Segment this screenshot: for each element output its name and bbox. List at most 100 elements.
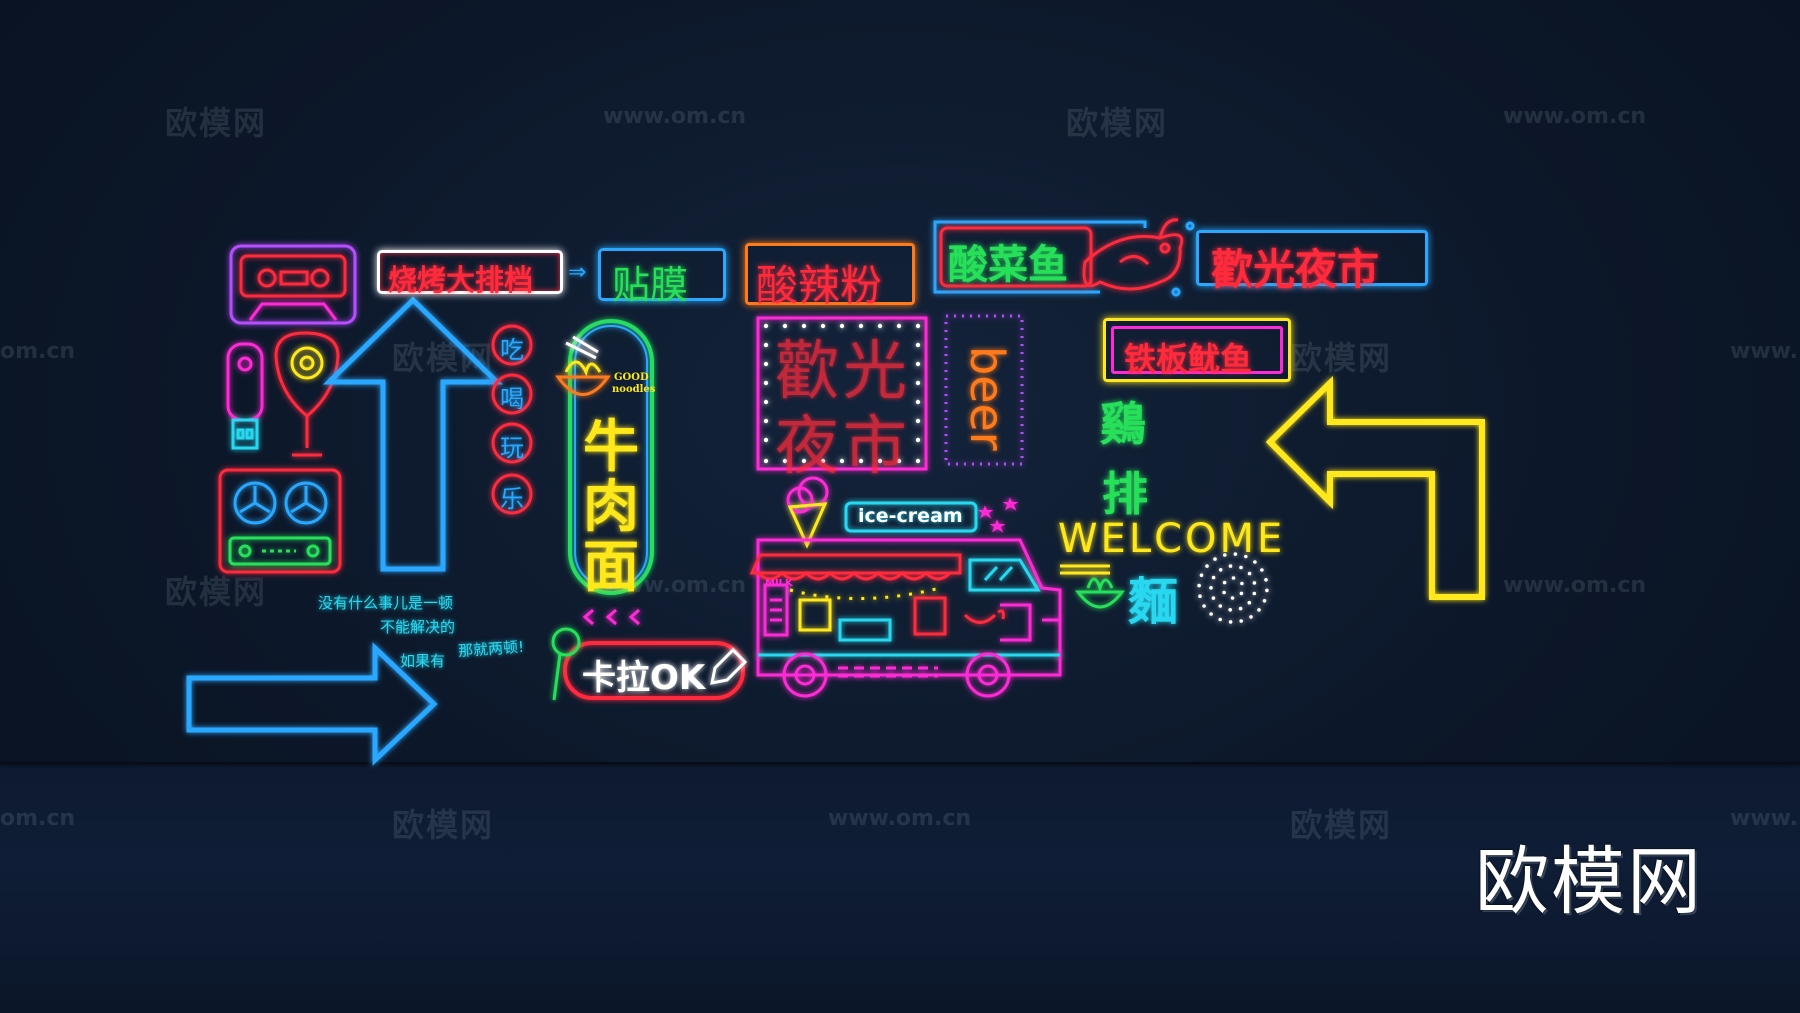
karaoke-text: 卡拉OK [582,658,706,698]
board-dot [763,342,769,348]
burst-dot [1260,568,1264,572]
watermark-brand: 欧模网 [1066,104,1169,142]
burst-dot [1228,620,1233,624]
chicken-chop-text-2: 排 [1102,467,1148,521]
burst-dot [1240,581,1244,586]
ice-cream-text: ice-cream [858,505,963,527]
board-dot [858,458,864,464]
good-noodles-text-1: GOOD [614,372,649,383]
burst-dot [1223,553,1227,557]
board-dot [820,458,826,464]
burst-dot [1265,588,1269,593]
slogan-line-1: 没有什么事儿是一顿 [318,594,454,612]
night-market-dot-board [756,316,928,471]
board-dot [915,342,921,348]
watermark-url: www.om.cn [828,806,972,831]
board-dot [763,458,769,464]
board-dot [782,323,788,329]
noodle-char-text: 麵 [1128,573,1178,631]
board-dot [820,323,826,329]
watermark-brand: 欧模网 [165,573,268,611]
watermark-url-partial: www. [1730,339,1798,364]
board-dot [763,380,769,386]
board-dot [896,458,902,464]
sour-fish-sign-text: 酸菜鱼 [948,242,1068,288]
burst-dot [1253,560,1257,564]
ice-cream-cone-icon [786,476,829,549]
board-dot [915,437,921,443]
board-dot [763,418,769,424]
chicken-chop-text-1: 鷄 [1100,397,1146,451]
brand-logo: 欧模网 [1475,839,1703,925]
noodle-bowl-icon [555,335,611,396]
board-dot [839,323,845,329]
iron-squid-sign: 铁板鱿鱼 [1103,318,1291,382]
burst-dot [1213,557,1217,561]
burst-dot [1197,583,1201,588]
milk-text: MILK [765,578,793,589]
burst-dot [1252,581,1257,585]
burst-dot [1252,591,1257,596]
burst-dot [1247,600,1252,605]
burst-dot [1211,575,1216,580]
tape-recorder-icon [218,468,342,574]
night-market-sign-text: 歡光夜市 [1211,245,1380,294]
fish-icon [1082,218,1195,297]
bbq-sign: 烧烤大排档 [377,250,563,297]
burst-dot [1249,615,1253,619]
board-dot [858,323,864,329]
burst-dot [1222,590,1226,595]
cassette-icon [229,244,357,325]
board-dot [839,458,845,464]
phone-film-sign: 贴膜 [598,248,726,307]
burst-dot [1239,619,1243,623]
burst-dot [1244,554,1248,559]
corner-arrow-icon [1265,375,1485,600]
board-dot [801,458,807,464]
right-arrow-icon [186,642,438,766]
burst-dot [1257,608,1261,612]
chevrons-icon [582,608,640,626]
microphone-icon [274,331,340,457]
iron-squid-sign-text: 铁板鱿鱼 [1124,340,1253,378]
burst-dot [1264,578,1268,582]
board-dot [915,380,921,386]
eat-drink-play-circles [491,324,533,515]
burst-dot [1222,580,1227,585]
burst-dot [1218,568,1223,572]
welcome-noodle-bowl-icon [1060,564,1125,609]
board-dot [877,458,883,464]
burst-dot [1218,617,1222,622]
small-arrow-icon: ⇒ [568,260,587,285]
beef-noodle-char-1: 牛 [583,415,639,480]
pencil-icon [710,647,748,685]
sour-spicy-noodle-sign-text: 酸辣粉 [756,261,883,310]
burst-dot [1238,606,1243,611]
watermark-brand: 欧模网 [1290,339,1393,377]
burst-dot [1230,596,1235,600]
burst-dot [1228,564,1233,568]
stars-icon [977,497,1019,533]
drink-char: 喝 [500,385,524,413]
burst-dot [1247,571,1252,576]
watermark-url: www.om.cn [1503,573,1647,598]
wall-floor-edge [0,762,1800,768]
welcome-text: WELCOME [1058,516,1286,562]
watermark-url: www.om.cn [603,104,747,129]
burst-dot [1202,604,1206,608]
night-market-sign: 歡光夜市 [1196,230,1428,294]
burst-dot [1262,599,1267,603]
sour-spicy-noodle-sign: 酸辣粉 [745,243,915,310]
burst-dot [1239,591,1244,596]
burst-dot [1211,596,1216,600]
play-char: 玩 [500,434,524,462]
watermark-url: www.om.cn [1503,104,1647,129]
up-arrow-icon [322,296,504,572]
floor [0,765,1800,1013]
beer-sign-text: beer [960,346,1014,451]
beef-noodle-capsule [568,319,654,595]
burst-dot [1198,594,1202,598]
beef-noodle-char-2: 肉 [583,475,639,540]
